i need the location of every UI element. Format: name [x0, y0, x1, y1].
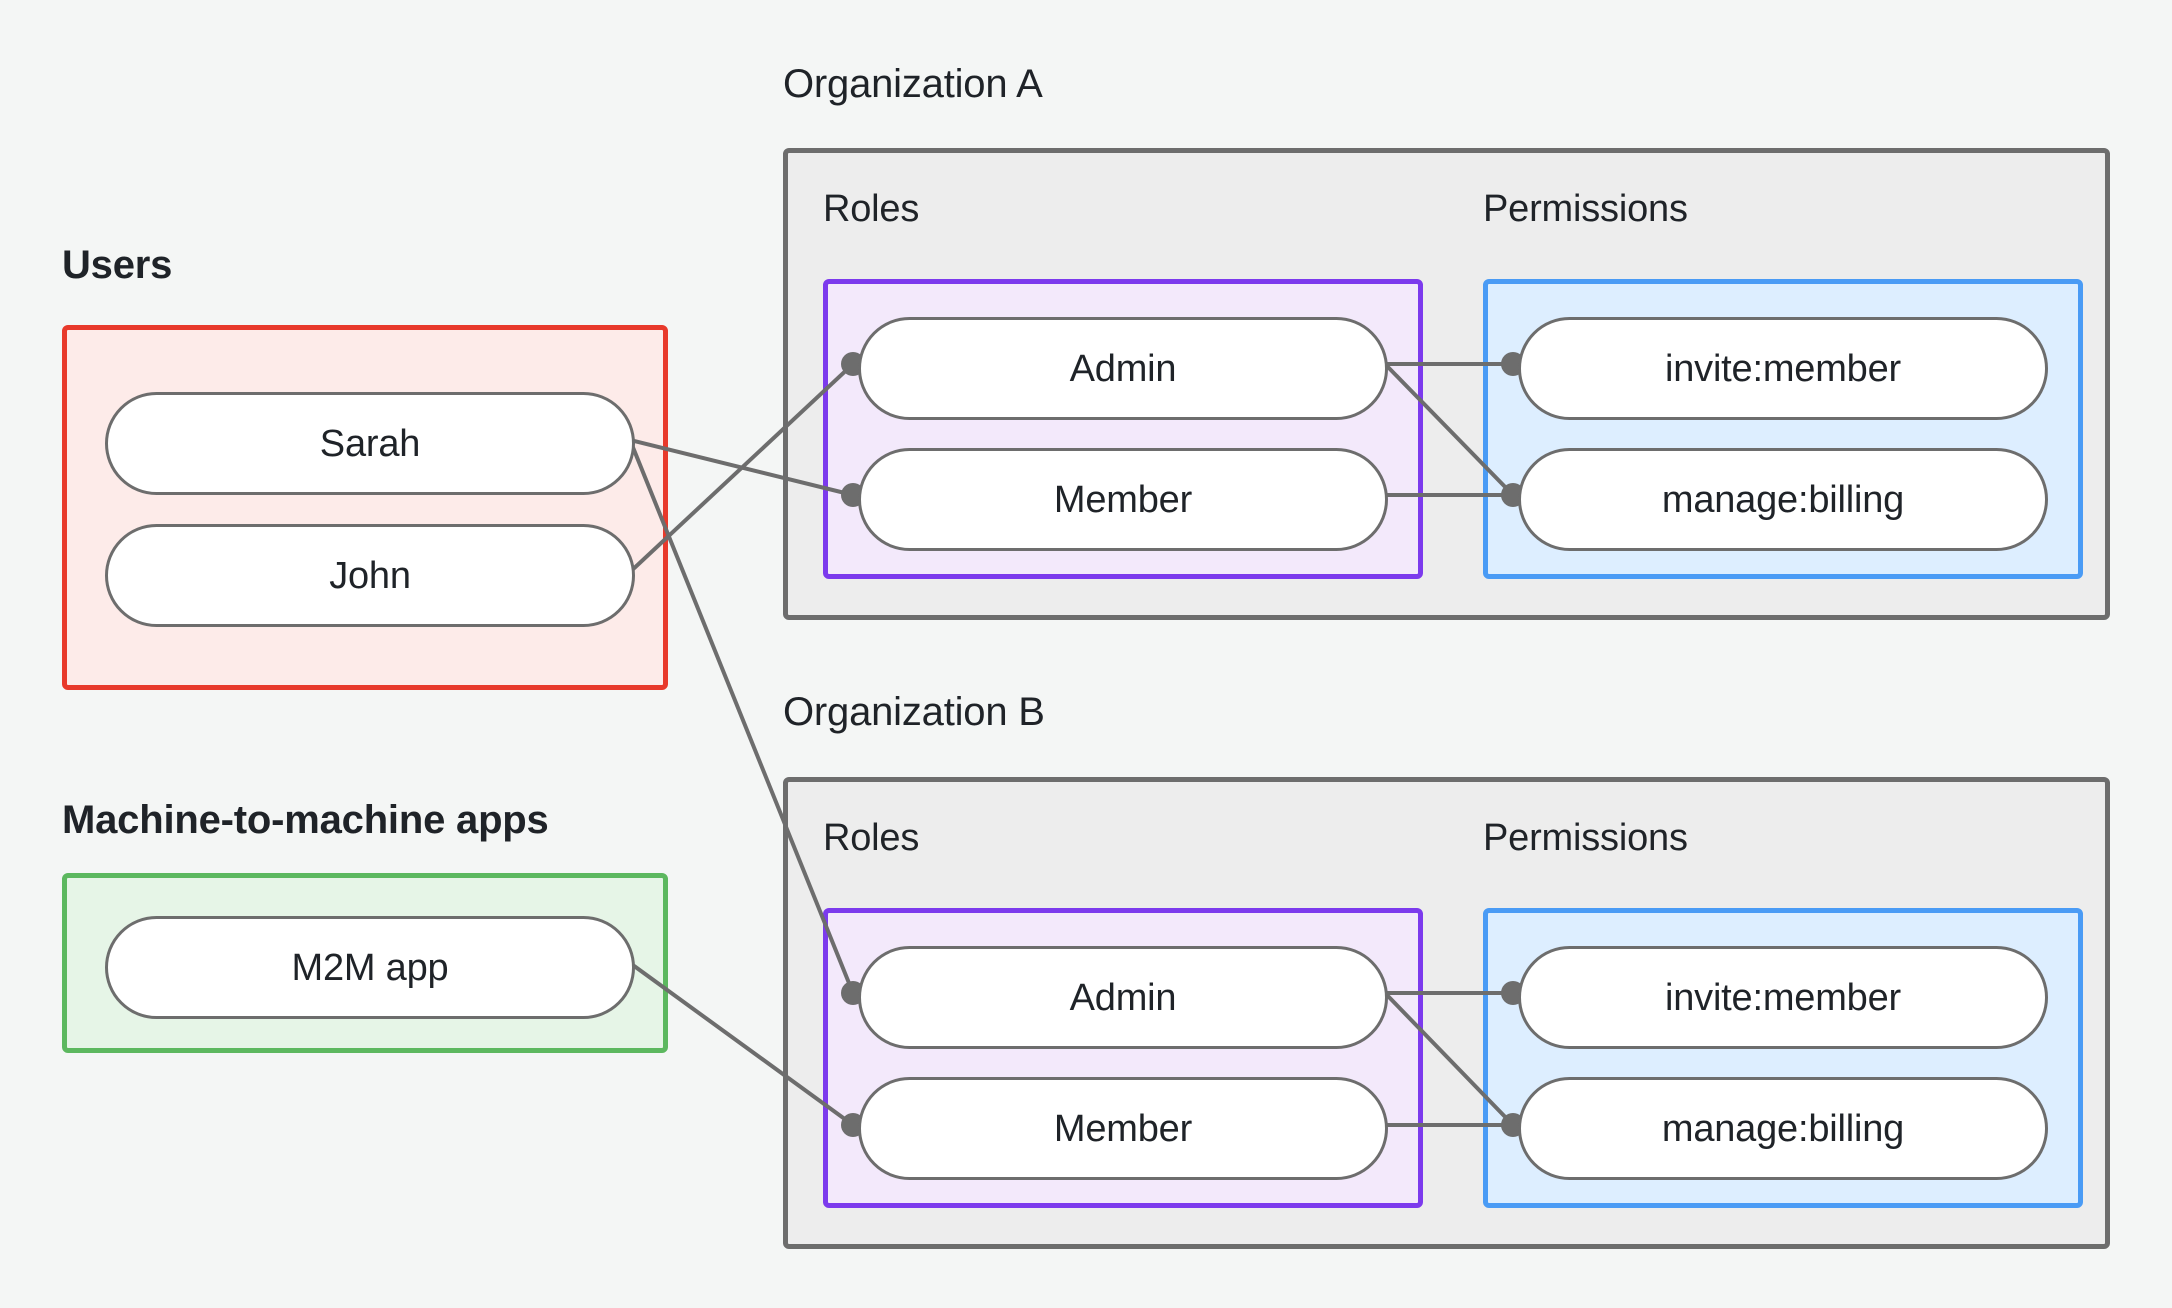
org-a-permission-invite-member[interactable]: invite:member	[1518, 317, 2048, 420]
org-b-role-admin[interactable]: Admin	[858, 946, 1388, 1049]
org-a-permission-manage-billing[interactable]: manage:billing	[1518, 448, 2048, 551]
org-b-permissions-title: Permissions	[1483, 817, 1688, 859]
org-b-roles-title: Roles	[823, 817, 920, 859]
org-b-role-member[interactable]: Member	[858, 1077, 1388, 1180]
org-b-roles-box: Admin Member	[823, 908, 1423, 1208]
users-group-box: Sarah John	[62, 325, 668, 690]
org-b-role-member-label: Member	[1053, 1107, 1193, 1150]
m2m-node-m2m-app-label: M2M app	[291, 946, 449, 989]
org-a-title: Organization A	[783, 62, 1043, 106]
org-a-role-member[interactable]: Member	[858, 448, 1388, 551]
org-a-role-admin-label: Admin	[1069, 347, 1177, 390]
user-node-sarah[interactable]: Sarah	[105, 392, 635, 495]
org-b-permission-manage-billing[interactable]: manage:billing	[1518, 1077, 2048, 1180]
org-b-permission-invite-member[interactable]: invite:member	[1518, 946, 2048, 1049]
org-b-box: Roles Permissions Admin Member invite:me…	[783, 777, 2110, 1249]
org-a-permission-invite-member-label: invite:member	[1664, 347, 1902, 390]
org-a-roles-title: Roles	[823, 188, 920, 230]
org-b-permission-invite-member-label: invite:member	[1664, 976, 1902, 1019]
org-b-role-admin-label: Admin	[1069, 976, 1177, 1019]
user-node-sarah-label: Sarah	[319, 422, 421, 465]
m2m-node-m2m-app[interactable]: M2M app	[105, 916, 635, 1019]
org-a-box: Roles Permissions Admin Member invite:me…	[783, 148, 2110, 620]
org-a-roles-box: Admin Member	[823, 279, 1423, 579]
org-b-permission-manage-billing-label: manage:billing	[1661, 1107, 1905, 1150]
org-a-permissions-title: Permissions	[1483, 188, 1688, 230]
org-b-title: Organization B	[783, 690, 1045, 734]
org-a-permission-manage-billing-label: manage:billing	[1661, 478, 1905, 521]
m2m-group-title: Machine-to-machine apps	[62, 798, 549, 842]
org-a-permissions-box: invite:member manage:billing	[1483, 279, 2083, 579]
users-group-title: Users	[62, 243, 173, 287]
m2m-group-box: M2M app	[62, 873, 668, 1053]
user-node-john-label: John	[329, 554, 411, 597]
org-b-permissions-box: invite:member manage:billing	[1483, 908, 2083, 1208]
org-a-role-admin[interactable]: Admin	[858, 317, 1388, 420]
user-node-john[interactable]: John	[105, 524, 635, 627]
org-a-role-member-label: Member	[1053, 478, 1193, 521]
